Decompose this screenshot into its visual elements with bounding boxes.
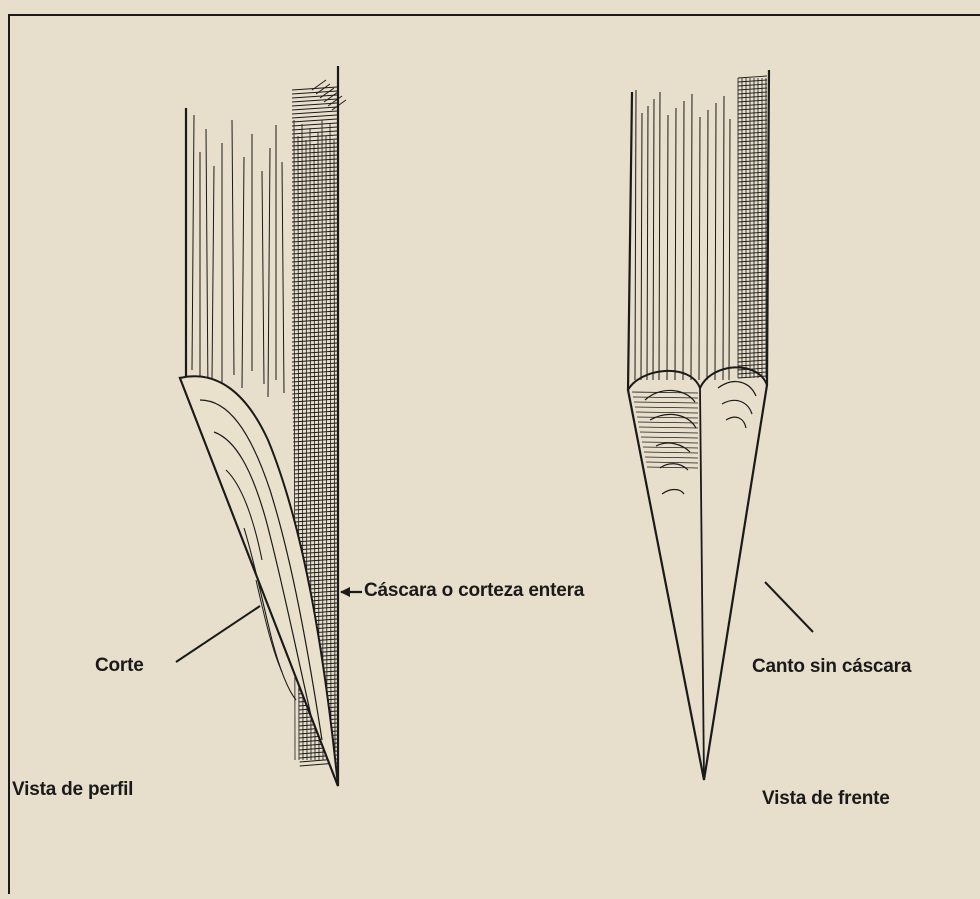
front-bark-hatching xyxy=(738,76,767,378)
label-front-view: Vista de frente xyxy=(762,788,890,810)
label-side-view: Vista de perfil xyxy=(12,779,133,801)
pen-stroke xyxy=(738,76,767,78)
pen-stroke xyxy=(636,412,698,413)
pen-stroke xyxy=(637,417,698,418)
pen-stroke xyxy=(645,457,698,458)
pen-stroke xyxy=(192,115,194,370)
pen-stroke xyxy=(644,452,698,453)
front-shaft-outline xyxy=(628,70,769,780)
pen-stroke xyxy=(268,148,270,397)
front-ring-left-5 xyxy=(662,490,684,495)
pen-stroke xyxy=(633,397,698,398)
pen-stroke xyxy=(647,467,698,468)
pen-stroke xyxy=(292,107,337,110)
pen-stroke xyxy=(242,157,244,388)
pen-stroke xyxy=(292,111,337,114)
pen-stroke xyxy=(646,462,698,463)
pen-stroke xyxy=(262,171,264,384)
pen-stroke xyxy=(292,115,337,118)
front-ring-left-4 xyxy=(660,464,688,470)
pen-stroke xyxy=(282,162,284,393)
leader-line-cut xyxy=(176,606,260,662)
label-cut: Corte xyxy=(95,655,144,677)
pen-stroke xyxy=(635,90,636,380)
front-ring-right-1 xyxy=(718,382,756,396)
front-ring-right-2 xyxy=(722,400,752,414)
pen-stroke xyxy=(632,392,698,393)
pen-stroke xyxy=(639,427,698,428)
pen-stroke xyxy=(635,407,698,408)
pen-stroke xyxy=(292,91,337,94)
pen-stroke xyxy=(641,437,698,438)
pen-stroke xyxy=(675,108,676,380)
front-center-ridge xyxy=(700,388,704,780)
pen-stroke xyxy=(212,166,214,379)
pen-stroke xyxy=(729,119,730,380)
pen-stroke xyxy=(292,99,337,102)
pen-stroke xyxy=(699,117,700,380)
pen-stroke xyxy=(647,106,648,380)
profile-wood-grain xyxy=(192,115,284,397)
leader-arrow-bark-head xyxy=(340,587,350,597)
label-bark: Cáscara o corteza entera xyxy=(364,580,584,602)
pen-stroke xyxy=(634,402,698,403)
front-ring-right-3 xyxy=(726,417,746,428)
pen-stroke xyxy=(715,103,716,380)
pen-stroke xyxy=(691,94,692,380)
frame-border xyxy=(9,15,980,894)
pen-stroke xyxy=(206,129,208,396)
pen-stroke xyxy=(643,447,698,448)
pen-stroke xyxy=(232,120,234,375)
pen-stroke xyxy=(638,422,698,423)
pen-stroke xyxy=(659,92,660,380)
pen-stroke xyxy=(641,113,642,380)
front-wood-grain xyxy=(635,90,730,380)
front-ring-left-2 xyxy=(650,414,696,428)
leader-line-edge xyxy=(765,582,813,632)
pen-stroke xyxy=(326,136,327,760)
pen-stroke xyxy=(683,101,684,380)
pen-stroke xyxy=(292,119,337,122)
pen-stroke xyxy=(723,96,724,380)
stake-front-view xyxy=(628,70,769,780)
pen-stroke xyxy=(653,99,654,380)
label-edge-without-bark: Canto sin cáscara xyxy=(752,656,911,678)
stake-profile-view xyxy=(180,66,346,786)
pen-stroke xyxy=(667,115,668,380)
pen-stroke xyxy=(640,432,698,433)
pen-stroke xyxy=(707,110,708,380)
